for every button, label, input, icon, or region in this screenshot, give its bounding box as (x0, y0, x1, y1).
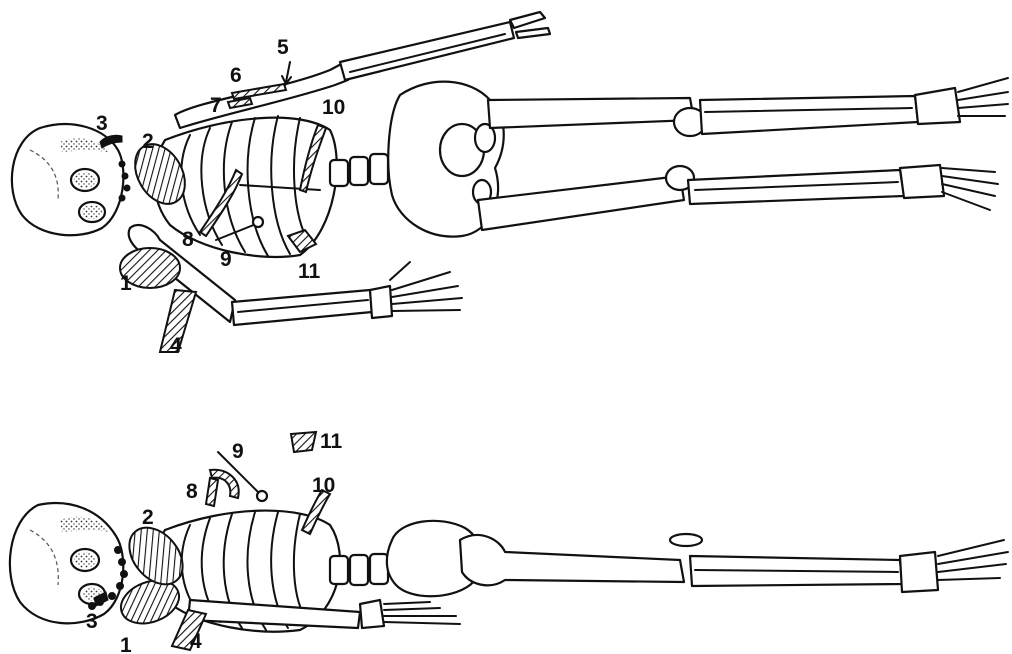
spine-bottom (330, 554, 388, 585)
leg-bottom (460, 534, 1008, 592)
label-6-top: 6 (230, 64, 242, 87)
label-1-bottom: 1 (120, 634, 132, 654)
label-1-top: 1 (120, 272, 132, 295)
skeleton-top: 1 2 3 4 5 6 7 8 9 10 11 (12, 12, 1008, 357)
label-5-top: 5 (277, 36, 289, 59)
skeleton-bottom: 1 2 3 4 8 9 10 11 (10, 430, 1008, 654)
label-2-top: 2 (142, 130, 154, 153)
label-7-top: 7 (210, 94, 222, 117)
label-9-bottom: 9 (232, 440, 244, 463)
label-3-top: 3 (96, 112, 108, 135)
label-8-top: 8 (182, 228, 194, 251)
legs-top (478, 78, 1008, 230)
label-2-bottom: 2 (142, 506, 154, 529)
label-9-top: 9 (220, 248, 232, 271)
label-10-top: 10 (322, 96, 345, 119)
label-4-bottom: 4 (190, 630, 202, 653)
label-11-bottom: 11 (320, 430, 343, 453)
label-10-bottom: 10 (312, 474, 335, 497)
label-8-bottom: 8 (186, 480, 198, 503)
label-3-bottom: 3 (86, 610, 98, 633)
item-11-bottom (291, 432, 316, 452)
skull-bottom (10, 503, 123, 623)
label-11-top: 11 (298, 260, 321, 283)
label-4-top: 4 (170, 334, 182, 357)
